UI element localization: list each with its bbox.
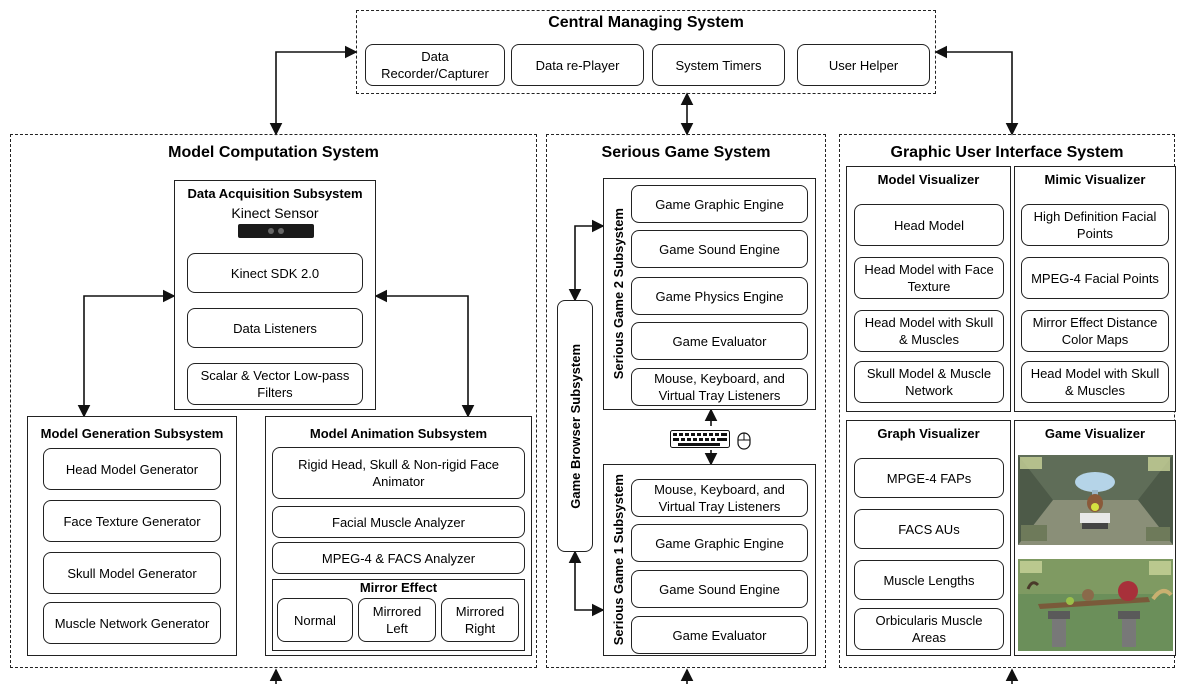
serious-game-system: Serious Game System [546,134,826,668]
game2-sound-engine-box: Game Sound Engine [631,230,808,268]
game-screenshot-top [1018,455,1173,545]
game-browser-title: Game Browser Subsystem [567,343,583,509]
mirror-left-option: Mirrored Left [358,598,436,642]
data-acquisition-subsystem: Data Acquisition Subsystem Kinect Sensor… [174,180,376,410]
mpge4-faps-box: MPGE-4 FAPs [854,458,1004,498]
kinect-sdk-box: Kinect SDK 2.0 [187,253,363,293]
serious-game-1-subsystem: Serious Game 1 Subsystem Mouse, Keyboard… [603,464,816,656]
mimic-visualizer-title: Mimic Visualizer [1044,172,1146,187]
muscle-lengths-box: Muscle Lengths [854,560,1004,600]
gui-title: Graphic User Interface System [890,144,1124,161]
kinect-sensor-label: Kinect Sensor [231,205,319,221]
data-acquisition-title: Data Acquisition Subsystem [187,186,363,201]
keyboard-icon [670,430,730,448]
game-visualizer-panel: Game Visualizer [1014,420,1176,656]
mirror-effect-title: Mirror Effect [359,580,438,595]
mimic-visualizer-panel: Mimic Visualizer High Definition Facial … [1014,166,1176,412]
serious-game-2-subsystem: Serious Game 2 Subsystem Game Graphic En… [603,178,816,410]
head-skull-muscles-box: Head Model with Skull & Muscles [854,310,1004,352]
facial-muscle-analyzer-box: Facial Muscle Analyzer [272,506,525,538]
game-browser-subsystem: Game Browser Subsystem [557,300,593,552]
game2-evaluator-box: Game Evaluator [631,322,808,360]
serious-game-title: Serious Game System [601,144,771,161]
kinect-sensor-icon [238,224,314,238]
hd-facial-points-box: High Definition Facial Points [1021,204,1169,246]
game1-sound-engine-box: Game Sound Engine [631,570,808,608]
mirror-right-option: Mirrored Right [441,598,519,642]
orbicularis-areas-box: Orbicularis Muscle Areas [854,608,1004,650]
game2-input-listeners-box: Mouse, Keyboard, and Virtual Tray Listen… [631,368,808,406]
model-computation-title: Model Computation System [168,144,379,161]
mouse-icon [737,432,751,450]
game-screenshot-bottom [1018,559,1173,651]
mirror-effect-panel: Mirror Effect Normal Mirrored Left Mirro… [272,579,525,651]
graph-visualizer-panel: Graph Visualizer MPGE-4 FAPs FACS AUs Mu… [846,420,1011,656]
graph-visualizer-title: Graph Visualizer [877,426,980,441]
mirror-color-maps-box: Mirror Effect Distance Color Maps [1021,310,1169,352]
model-visualizer-title: Model Visualizer [877,172,980,187]
face-texture-generator-box: Face Texture Generator [43,500,221,542]
game1-graphic-engine-box: Game Graphic Engine [631,524,808,562]
serious-game-1-title: Serious Game 1 Subsystem [610,474,626,646]
rigid-head-animator-box: Rigid Head, Skull & Non-rigid Face Anima… [272,447,525,499]
head-model-generator-box: Head Model Generator [43,448,221,490]
skull-model-generator-box: Skull Model Generator [43,552,221,594]
serious-game-2-title: Serious Game 2 Subsystem [610,208,626,380]
mpeg4-facial-points-box: MPEG-4 Facial Points [1021,257,1169,299]
mirror-normal-option: Normal [277,598,353,642]
system-timers-box: System Timers [652,44,785,86]
mpeg4-facs-analyzer-box: MPEG-4 & FACS Analyzer [272,542,525,574]
model-animation-subsystem: Model Animation Subsystem Rigid Head, Sk… [265,416,532,656]
user-helper-box: User Helper [797,44,930,86]
skull-muscle-network-box: Skull Model & Muscle Network [854,361,1004,403]
model-generation-title: Model Generation Subsystem [40,426,224,441]
muscle-network-generator-box: Muscle Network Generator [43,602,221,644]
game1-evaluator-box: Game Evaluator [631,616,808,654]
game-visualizer-title: Game Visualizer [1044,426,1146,441]
head-model-box: Head Model [854,204,1004,246]
data-listeners-box: Data Listeners [187,308,363,348]
central-managing-title: Central Managing System [548,14,744,31]
model-animation-title: Model Animation Subsystem [309,426,488,441]
game2-physics-engine-box: Game Physics Engine [631,277,808,315]
mimic-head-skull-muscles-box: Head Model with Skull & Muscles [1021,361,1169,403]
model-computation-system: Model Computation System [10,134,537,668]
facs-aus-box: FACS AUs [854,509,1004,549]
central-managing-system: Central Managing System Data Recorder/Ca… [356,10,936,94]
data-recorder-box: Data Recorder/Capturer [365,44,505,86]
head-face-texture-box: Head Model with Face Texture [854,257,1004,299]
model-generation-subsystem: Model Generation Subsystem Head Model Ge… [27,416,237,656]
game2-graphic-engine-box: Game Graphic Engine [631,185,808,223]
data-replayer-box: Data re-Player [511,44,644,86]
model-visualizer-panel: Model Visualizer Head Model Head Model w… [846,166,1011,412]
low-pass-filters-box: Scalar & Vector Low-pass Filters [187,363,363,405]
game1-input-listeners-box: Mouse, Keyboard, and Virtual Tray Listen… [631,479,808,517]
